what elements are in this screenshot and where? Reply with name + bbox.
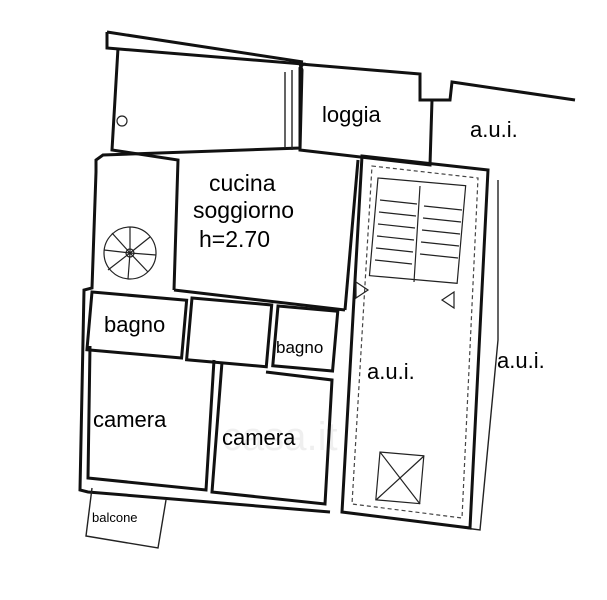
bathroom-right-label: bagno: [276, 338, 323, 357]
hall-walls: [184, 296, 274, 369]
other-unit-top-label: a.u.i.: [470, 117, 518, 142]
staircase-outline: [368, 177, 467, 284]
bathroom-left-label: bagno: [104, 312, 165, 337]
kitchen-living-room: [110, 47, 360, 312]
bedroom-right-label: camera: [222, 425, 296, 450]
staircase-step: [422, 217, 462, 223]
kitchen-wall-right: [343, 159, 360, 311]
stair-step-line: [107, 252, 131, 271]
top-back-wall: [106, 30, 304, 64]
bathroom-left-walls: [85, 290, 189, 360]
staircase-step: [374, 259, 413, 265]
bedroom-right-walls: [210, 361, 334, 506]
kitchen-wall-left: [110, 47, 180, 291]
watermark: casa.it: [222, 415, 338, 459]
bedrooms: [86, 345, 334, 506]
stair-step-line: [103, 249, 131, 254]
balcony-walls: [85, 487, 167, 549]
elevator-shaft: [375, 451, 425, 505]
stair-step-line: [129, 252, 149, 273]
outer-wall-right-thin: [464, 180, 499, 531]
stair-core: [340, 154, 490, 530]
kitchen-label-line2: soggiorno: [193, 197, 294, 223]
staircase-step: [376, 235, 415, 241]
staircase-step: [420, 241, 460, 247]
loggia-label: loggia: [322, 102, 381, 127]
straight-staircase: [368, 177, 467, 284]
door-marker-right: [440, 290, 455, 310]
elevator-cross: [375, 455, 425, 501]
staircase-step: [421, 229, 461, 235]
staircase-step: [375, 247, 414, 253]
kitchen-height-label: h=2.70: [199, 226, 270, 252]
door-marker-left: [355, 280, 370, 300]
bathrooms-and-hall: [85, 290, 340, 373]
stair-step-line: [129, 252, 157, 256]
balcony-area: [85, 487, 167, 549]
other-unit-right-label: a.u.i.: [497, 348, 545, 373]
staircase-step: [378, 211, 417, 217]
stair-step-line: [127, 252, 131, 280]
stair-core-inner: [351, 165, 479, 519]
staircase-step: [379, 199, 418, 205]
bedroom-left-label: camera: [93, 407, 167, 432]
kitchen-label-line1: cucina: [209, 170, 276, 196]
kitchen-fixture-circle: [116, 115, 128, 127]
kitchen-wall-bottom: [173, 288, 346, 312]
bedroom-left-walls: [86, 345, 216, 492]
outer-wall-top: [299, 62, 576, 102]
balcony-label: balcone: [92, 510, 138, 525]
elevator-outline: [375, 451, 425, 505]
staircase-step: [423, 205, 463, 211]
staircase-step: [377, 223, 416, 229]
outer-walls: [78, 30, 576, 531]
stair-core-walls: [340, 154, 490, 530]
other-unit-center-label: a.u.i.: [367, 359, 415, 384]
spiral-staircase: [103, 226, 157, 280]
stair-step-line: [129, 236, 151, 254]
staircase-step: [419, 253, 459, 259]
stair-step-line: [111, 232, 131, 254]
bathroom-right-walls: [271, 304, 340, 373]
staircase-divider: [413, 185, 421, 283]
